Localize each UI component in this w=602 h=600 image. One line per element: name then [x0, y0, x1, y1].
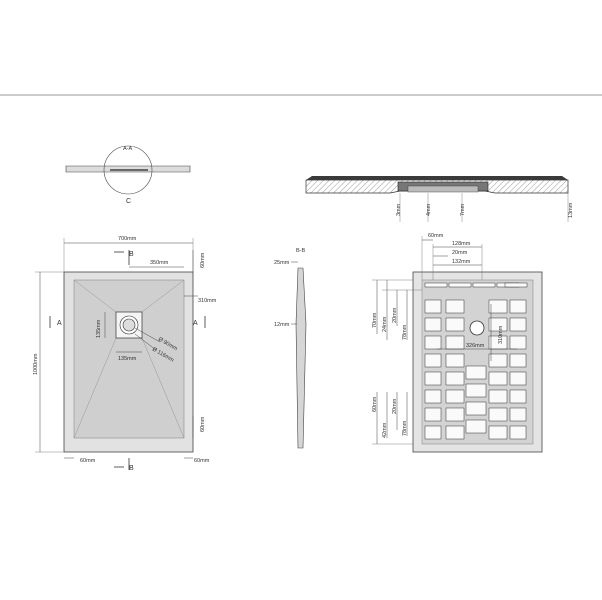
bottom-cell: [465, 365, 487, 380]
bb-dim-25: 25mm: [274, 260, 290, 266]
bottom-cell: [465, 419, 487, 434]
side-dim-13: 13mm: [568, 202, 574, 218]
bottom-cell: [465, 401, 487, 416]
top-dim-135-v: 135mm: [96, 319, 102, 338]
section-bb: B-B 25mm 12mm: [274, 248, 307, 449]
slope-line-tl: [73, 279, 117, 313]
bv-dim-42: 42mm: [382, 422, 388, 438]
top-dim-135-h: 135mm: [118, 356, 137, 362]
bv-dim-60: 60mm: [428, 233, 444, 239]
top-dim-1000: 1000mm: [33, 353, 39, 375]
side-section-view: 3mm 4mm 7mm 13mm: [305, 176, 574, 222]
bottom-cell: [445, 335, 465, 350]
bottom-cell: [488, 389, 508, 404]
bottom-cell: [445, 389, 465, 404]
bv-dim-132: 132mm: [452, 259, 471, 265]
bottom-cell: [445, 353, 465, 368]
bottom-drain-hole: [469, 320, 485, 336]
drain-hole-inner: [122, 318, 136, 332]
bv-dim-20-left: 20mm: [392, 307, 398, 323]
bottom-cell: [424, 389, 442, 404]
top-dim-350: 350mm: [150, 260, 169, 266]
section-b-top-label: B: [129, 251, 134, 258]
bv-dim-24: 24mm: [382, 316, 388, 332]
bottom-slot: [448, 282, 472, 288]
bottom-cell: [488, 317, 508, 332]
top-dim-310: 310mm: [198, 298, 217, 304]
bottom-cell: [445, 425, 465, 440]
bottom-cell: [424, 317, 442, 332]
bottom-cell: [509, 407, 527, 422]
section-aa-profile: [65, 165, 191, 173]
bv-dim-20-bottom: 20mm: [392, 398, 398, 414]
slope-line-br: [141, 337, 185, 439]
bottom-view: 60mm 128mm 20mm 132mm 326mm 310mm 70mm 2…: [372, 233, 543, 453]
top-dim-60-right: 60mm: [200, 416, 206, 432]
section-aa: A-A C: [65, 145, 191, 205]
slope-line-bl: [73, 337, 117, 439]
bottom-cell: [424, 335, 442, 350]
bottom-cell: [424, 407, 442, 422]
bottom-cell: [424, 425, 442, 440]
top-dim-60-br: 60mm: [194, 458, 210, 464]
bottom-slot: [472, 282, 496, 288]
bottom-rib-grid: [424, 282, 528, 440]
tray-inner: [73, 279, 185, 439]
bottom-slot: [504, 282, 528, 288]
bottom-cell: [445, 371, 465, 386]
bottom-cell: [424, 299, 442, 314]
bv-dim-78: 78mm: [402, 324, 408, 340]
bottom-cell: [509, 425, 527, 440]
bottom-cell: [465, 383, 487, 398]
section-a-left-label: A: [57, 320, 62, 327]
section-b-bottom-label: B: [129, 465, 134, 472]
top-dim-60-bl: 60mm: [80, 458, 96, 464]
detail-c-label: C: [126, 198, 131, 205]
bottom-cell: [488, 353, 508, 368]
bv-dim-20: 20mm: [452, 250, 468, 256]
bottom-slot: [424, 282, 448, 288]
side-dim-3: 3mm: [396, 203, 402, 216]
bv-dim-78-bottom: 78mm: [402, 420, 408, 436]
bv-dim-60-left: 60mm: [372, 396, 378, 412]
section-a-right-label: A: [193, 320, 198, 327]
top-dim-60-top: 60mm: [200, 252, 206, 268]
side-section-top-surface: [306, 176, 568, 180]
detail-c-circle: [103, 145, 153, 195]
bottom-cell: [488, 425, 508, 440]
bottom-cell: [424, 353, 442, 368]
bv-dim-70: 70mm: [372, 312, 378, 328]
section-aa-label: A-A: [123, 146, 133, 152]
bottom-cell: [488, 371, 508, 386]
bottom-cell: [509, 389, 527, 404]
side-dim-4: 4mm: [426, 203, 432, 216]
bottom-cell: [509, 317, 527, 332]
bottom-cell: [488, 407, 508, 422]
bottom-cell: [509, 353, 527, 368]
side-section-drain-inner: [407, 185, 479, 193]
bottom-cell: [445, 317, 465, 332]
bottom-cell: [488, 299, 508, 314]
bottom-cell: [509, 299, 527, 314]
bottom-cell: [445, 407, 465, 422]
bv-dim-326: 326mm: [466, 343, 485, 349]
bottom-cell: [424, 371, 442, 386]
top-view: 700mm 1000mm B B A A 350mm 60mm 310mm 13…: [33, 236, 217, 472]
bb-dim-12: 12mm: [274, 322, 290, 328]
bottom-cell: [509, 335, 527, 350]
bv-dim-128: 128mm: [452, 241, 471, 247]
bv-dim-310: 310mm: [498, 325, 504, 344]
section-bb-profile: [295, 267, 307, 449]
slope-line-tr: [141, 279, 185, 313]
top-dim-700: 700mm: [118, 236, 137, 242]
bottom-cell: [445, 299, 465, 314]
side-dim-7: 7mm: [460, 203, 466, 216]
bottom-cell: [509, 371, 527, 386]
section-bb-label: B-B: [296, 248, 306, 254]
